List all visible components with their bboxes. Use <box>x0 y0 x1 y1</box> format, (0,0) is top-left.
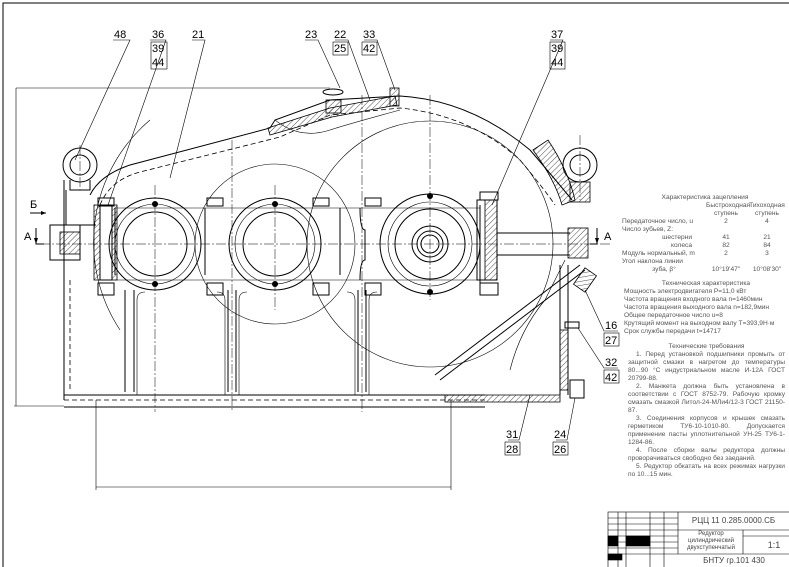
section-mark-a-left: А <box>24 231 32 243</box>
organization: БНТУ гр.101 430 <box>703 556 765 565</box>
spec-line: Частота вращения входного вала n=1460мин <box>624 296 763 303</box>
spec-line: Частота вращения выходного вала n=182,9м… <box>624 304 770 311</box>
callout-26: 26 <box>554 444 566 456</box>
gearing-row: шестерни 41 21 <box>622 234 788 242</box>
col-slow-stage: Тихоходная ступень <box>749 202 785 217</box>
callout-48: 48 <box>114 29 126 41</box>
row-label: зуба, β° <box>652 266 676 273</box>
callout-labels: 48 36 39 44 21 23 22 25 33 42 37 39 44 1… <box>114 29 620 456</box>
section-mark-b: Б <box>30 199 37 211</box>
callout-39: 39 <box>551 43 563 55</box>
row-value-fast: 82 <box>722 242 730 249</box>
lifting-eye-bolts <box>49 147 598 261</box>
row-label: колеса <box>671 242 692 249</box>
row-value-fast: 10°19'47" <box>711 266 741 273</box>
row-value-fast: 2 <box>724 250 728 257</box>
document-name: Редуктор цилиндрический двухступенчатый <box>687 531 735 551</box>
callout-37: 37 <box>551 29 563 41</box>
technical-requirements: Технические требования 1. Перед установк… <box>628 343 785 479</box>
callout-16: 16 <box>605 320 617 332</box>
gearing-characteristics-table: Характеристика зацепления Быстроходная с… <box>622 194 788 274</box>
row-label: Число зубьев, Z: <box>622 226 674 233</box>
callout-39: 39 <box>152 43 164 55</box>
row-value-fast: 41 <box>722 234 730 241</box>
requirement-item: 3. Соединения корпусов и крышек смазать … <box>628 415 785 446</box>
callout-44: 44 <box>551 57 563 69</box>
scale: 1:1 <box>767 540 781 550</box>
col-fast-stage: Быстроходная ступень <box>706 202 751 217</box>
callout-32: 32 <box>605 357 617 369</box>
requirements-title: Технические требования <box>668 343 745 350</box>
callout-36: 36 <box>152 29 164 41</box>
row-label: шестерни <box>662 234 692 241</box>
spec-line: Общее передаточное число u=8 <box>624 312 723 319</box>
leader-lines <box>74 39 618 441</box>
spec-line: Мощность электродвигателя P=11,0 кВт <box>624 288 747 295</box>
gearing-row: колеса 82 84 <box>622 242 788 250</box>
row-label: Модуль нормальный, m <box>622 250 695 257</box>
row-value-fast: 2 <box>724 218 728 225</box>
callout-25: 25 <box>334 43 346 55</box>
callout-24: 24 <box>554 429 566 441</box>
bearing-assemblies <box>108 193 481 295</box>
housing <box>63 87 598 408</box>
row-value-slow: 4 <box>765 218 769 225</box>
row-value-slow: 84 <box>763 242 771 249</box>
section-marks: Б А А <box>24 199 612 245</box>
row-label: Передаточное число, u <box>622 218 694 225</box>
row-label: Угол наклона линии <box>622 258 683 265</box>
callout-33: 33 <box>363 29 375 41</box>
row-value-slow: 21 <box>763 234 771 241</box>
section-mark-a-right: А <box>604 231 612 243</box>
requirement-item: 1. Перед установкой подшипники промыть о… <box>628 351 785 382</box>
gearing-row: Передаточное число, u 2 4 <box>622 218 788 226</box>
row-value-slow: 10°08'30" <box>752 266 782 273</box>
callout-31: 31 <box>506 429 518 441</box>
callout-21: 21 <box>192 29 204 41</box>
technical-characteristics: Техническая характеристика Мощность элек… <box>624 280 788 336</box>
gearing-row: Число зубьев, Z: <box>622 226 788 234</box>
callout-42: 42 <box>605 372 617 384</box>
callout-28: 28 <box>506 444 518 456</box>
callout-22: 22 <box>334 29 346 41</box>
row-value-slow: 3 <box>765 250 769 257</box>
gearing-row: Угол наклона линии <box>622 258 788 266</box>
requirement-item: 2. Манжета должна быть установлена в соо… <box>628 383 785 414</box>
callout-44: 44 <box>152 57 164 69</box>
callout-23: 23 <box>305 29 317 41</box>
gearing-row: зуба, β° 10°19'47" 10°08'30" <box>622 266 788 274</box>
title-block-frame <box>607 511 789 567</box>
specs-title: Техническая характеристика <box>661 280 751 287</box>
requirement-item: 5. Редуктор обкатать на всех режимах наг… <box>628 463 785 478</box>
gearing-row: Модуль нормальный, m 2 3 <box>622 250 788 258</box>
dimension-lines <box>14 87 452 490</box>
spec-line: Срок службы передачи t=14717 <box>624 328 721 335</box>
callout-27: 27 <box>605 335 617 347</box>
spec-line: Крутящий момент на выходном валу T=393,9… <box>624 320 775 327</box>
requirement-item: 4. После сборки валы редуктора должны пр… <box>628 447 785 462</box>
gear-pitch-circles <box>93 119 554 368</box>
callout-42: 42 <box>363 43 375 55</box>
gearing-title: Характеристика зацепления <box>661 194 749 201</box>
document-designation: РЦЦ 11 0.285.0000.СБ <box>691 516 776 525</box>
